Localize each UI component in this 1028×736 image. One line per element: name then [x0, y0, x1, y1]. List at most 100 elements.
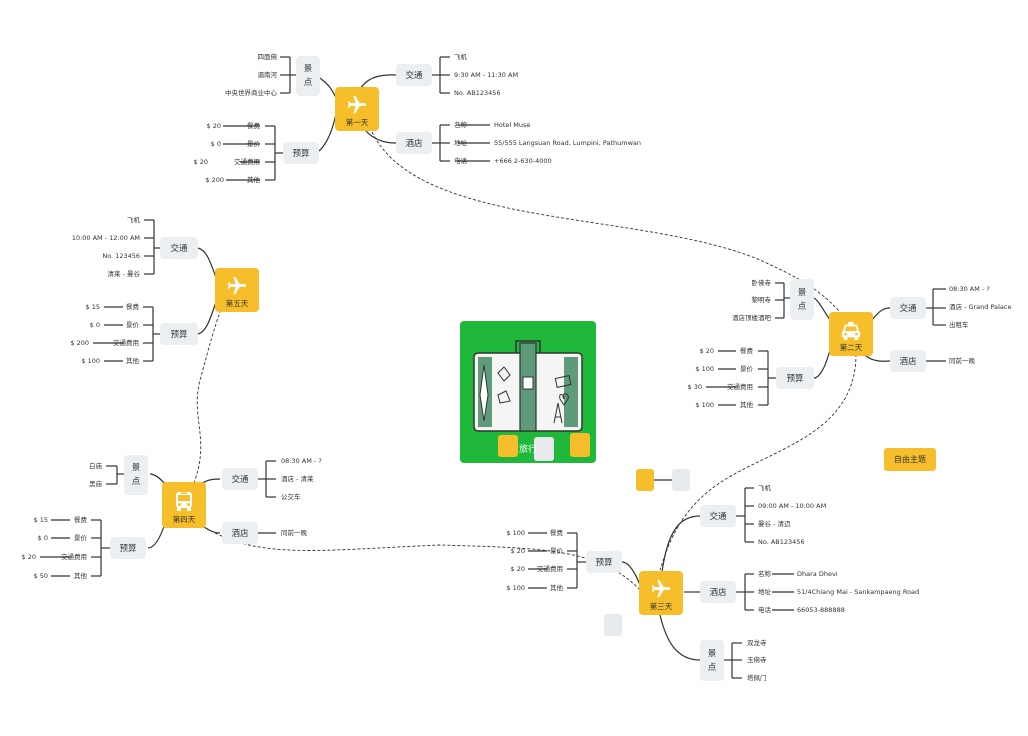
hotel-key: 名称: [758, 570, 771, 578]
hotel-key: 地址: [758, 588, 771, 596]
sights-label: 点: [303, 78, 313, 88]
day-5-node[interactable]: 第五天: [215, 268, 259, 312]
sights-node[interactable]: 景 点: [296, 56, 320, 96]
budget-amount: $ 0: [89, 321, 100, 329]
hotel-key: 电话: [758, 606, 771, 614]
transport-detail: No. 123456: [102, 252, 140, 260]
transport-node[interactable]: 交通: [160, 237, 198, 259]
budget-item: 餐费: [550, 529, 563, 537]
sight-item: 玉佛寺: [747, 656, 767, 664]
day-label: 第五天: [225, 299, 249, 308]
budget-amount: $ 15: [33, 516, 48, 524]
day-label: 第二天: [839, 343, 863, 352]
budget-amount: $ 20: [206, 122, 221, 130]
floating-topic[interactable]: [636, 469, 654, 491]
budget-amount: $ 20: [193, 158, 208, 166]
budget-item: 餐费: [74, 516, 87, 524]
budget-amount: $ 30: [687, 383, 702, 391]
transport-detail: 公交车: [281, 493, 301, 501]
hotel-node[interactable]: 酒店: [700, 581, 736, 603]
transport-detail: 清莱 - 曼谷: [107, 270, 140, 278]
day-2-node[interactable]: 第二天: [829, 312, 873, 356]
taxi-icon: [841, 321, 861, 341]
budget-item: 餐费: [247, 122, 260, 130]
sights-label: 景: [303, 64, 313, 74]
budget-item: 其他: [247, 176, 260, 184]
sights-label: 点: [707, 662, 717, 673]
budget-amount: $ 200: [205, 176, 224, 184]
sights-label: 点: [131, 477, 141, 487]
floating-topic[interactable]: [604, 614, 622, 636]
budget-item: 交通费用: [61, 553, 87, 561]
sights-node[interactable]: 景 点: [124, 455, 148, 495]
budget-item: 其他: [126, 357, 139, 365]
transport-node[interactable]: 交通: [222, 468, 258, 490]
budget-item: 餐费: [740, 347, 753, 355]
budget-item: 餐费: [126, 303, 139, 311]
sight-item: 白庙: [89, 462, 102, 470]
budget-node[interactable]: 预算: [776, 367, 814, 389]
hotel-node[interactable]: 酒店: [222, 522, 258, 544]
budget-amount: $ 20: [510, 565, 525, 573]
day-label: 第三天: [649, 602, 673, 611]
transport-detail: 10:00 AM - 12:00 AM: [71, 234, 140, 242]
budget-amount: $ 100: [81, 357, 100, 365]
budget-node[interactable]: 预算: [110, 537, 146, 559]
free-topic[interactable]: 自由主题: [884, 448, 936, 471]
hotel-value: 55/555 Langsuan Road, Lumpini, Pathumwan: [494, 139, 641, 147]
sight-item: 黑庙: [89, 480, 102, 488]
airplane-icon: [227, 276, 247, 295]
budget-amount: $ 20: [21, 553, 36, 561]
sights-label: 景: [797, 287, 807, 298]
hotel-value: Dhara Dhevi: [797, 570, 838, 578]
transport-detail: 08:30 AM - ?: [281, 457, 322, 465]
transport-node[interactable]: 交通: [396, 64, 432, 86]
sights-label: 点: [797, 301, 807, 312]
budget-item: 其他: [74, 572, 87, 580]
floating-topic[interactable]: [672, 469, 690, 491]
hotel-node[interactable]: 酒店: [890, 350, 926, 372]
budget-amount: $ 0: [37, 534, 48, 542]
day-1-node[interactable]: 第一天: [335, 87, 379, 131]
hotel-key: 电话: [454, 157, 467, 165]
airplane-icon: [651, 579, 671, 598]
transport-detail: 飞机: [454, 53, 467, 61]
budget-item: 交通费用: [113, 339, 139, 347]
central-topic[interactable]: 旅行: [460, 321, 596, 463]
sights-node[interactable]: 景 点: [790, 279, 814, 320]
day-label: 第一天: [345, 118, 369, 127]
budget-item: 景价: [126, 321, 139, 329]
day-4-node[interactable]: 第四天: [162, 482, 206, 528]
transport-detail: 09:00 AM - 10:00 AM: [758, 502, 827, 510]
budget-item: 景价: [550, 547, 563, 555]
budget-amount: $ 20: [699, 347, 714, 355]
sight-item: 双龙寺: [747, 639, 767, 647]
transport-detail: 出租车: [949, 321, 969, 329]
budget-item: 交通费用: [234, 158, 260, 166]
budget-amount: $ 100: [506, 529, 525, 537]
hotel-key: 地址: [454, 139, 467, 147]
budget-item: 景价: [247, 140, 260, 148]
budget-node[interactable]: 预算: [586, 551, 622, 573]
hotel-node[interactable]: 酒店: [396, 132, 432, 154]
day-3-node[interactable]: 第三天: [639, 571, 683, 615]
central-topic-label: 旅行: [518, 445, 537, 455]
transport-node[interactable]: 交通: [700, 505, 736, 527]
transport-detail: No. AB123456: [454, 89, 501, 97]
transport-detail: 飞机: [758, 484, 771, 492]
budget-amount: $ 100: [506, 584, 525, 592]
transport-node[interactable]: 交通: [890, 297, 926, 319]
budget-node[interactable]: 预算: [283, 142, 319, 164]
sights-node[interactable]: 景 点: [700, 640, 724, 681]
hotel-note: 同前一晚: [281, 529, 307, 537]
budget-amount: $ 20: [510, 547, 525, 555]
hotel-note: 同前一晚: [949, 357, 975, 365]
sight-item: 塔佩门: [747, 674, 767, 682]
hotel-value: 66053-888888: [797, 606, 845, 614]
transport-detail: 飞机: [127, 216, 140, 224]
decor-square: [498, 435, 518, 457]
sight-item: 湄南河: [257, 71, 278, 79]
budget-node[interactable]: 预算: [160, 323, 198, 345]
hotel-key: 名称: [454, 121, 467, 129]
